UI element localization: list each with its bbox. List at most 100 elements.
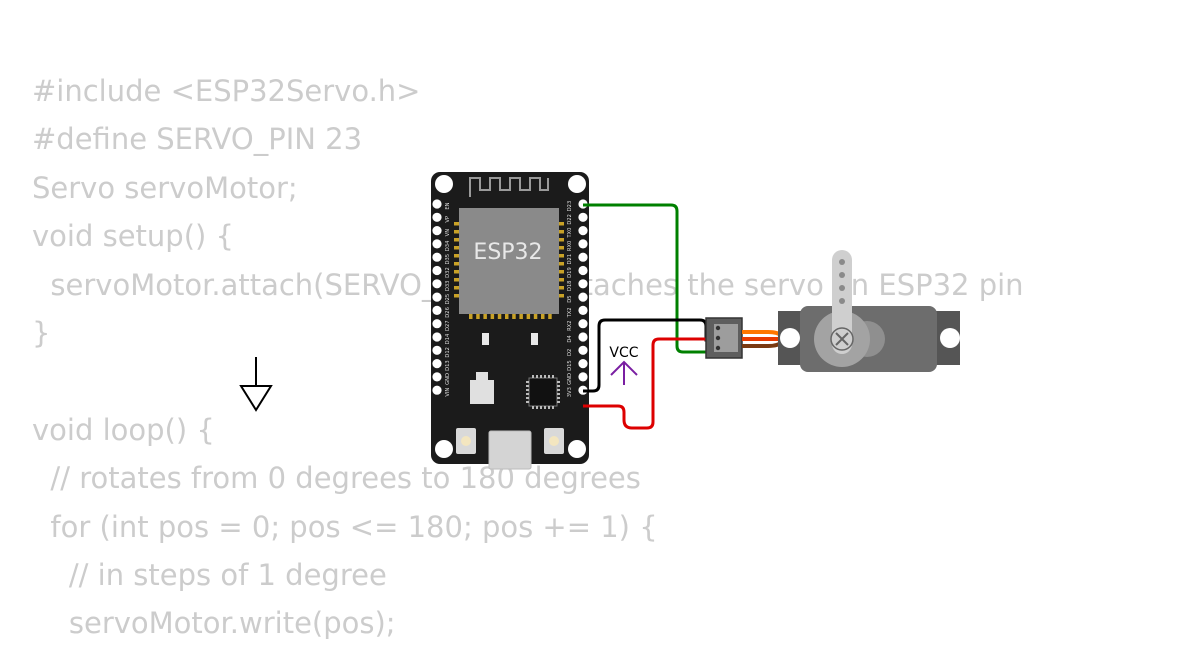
pin-vp[interactable] [432,212,442,222]
pin-d2[interactable] [578,345,588,355]
code-line: // rotates from 0 degrees to 180 degrees [32,461,641,496]
pin-d27[interactable] [432,319,442,329]
pin-vin[interactable] [432,385,442,395]
pin-tx0[interactable] [578,226,588,236]
pin-label: D19 [567,267,573,278]
regulator-tab [476,372,488,380]
circuit-diagram: ESP32 ENVPVND34D35D32D33D25D26D27D14D12D… [239,172,960,470]
boot-button-cap [549,436,559,446]
pin-d14[interactable] [432,332,442,342]
vcc-symbol: VCC [609,345,639,385]
pin-label: D25 [445,294,451,305]
power-wire[interactable] [583,337,712,430]
code-line: void loop() { [32,412,215,447]
wires [583,203,712,430]
pin-label: D26 [445,307,451,318]
pin-d18[interactable] [578,279,588,289]
servo-mount-hole [940,328,960,348]
chip-module [459,208,559,314]
code-line: #include <ESP32Servo.h> [32,74,421,108]
pin-d22[interactable] [578,212,588,222]
esp32-board[interactable]: ESP32 ENVPVND34D35D32D33D25D26D27D14D12D… [431,172,589,470]
pin-d32[interactable] [432,265,442,276]
pin-vn[interactable] [432,226,442,236]
pin-label: D33 [445,280,451,291]
pin-label: RX0 [567,241,573,251]
mounting-hole [568,440,586,458]
pin-label: D18 [567,280,573,291]
pin-d34[interactable] [432,239,442,249]
code-line: // in steps of 1 degree [32,557,387,592]
pin-d5[interactable] [578,292,588,302]
pin-label: VP [445,216,451,223]
pin-label: TX0 [567,228,573,239]
mounting-hole [568,175,586,193]
pin-d35[interactable] [432,252,442,262]
pin-tx2[interactable] [578,305,588,315]
code-line: } [32,315,51,350]
servo-mount-hole [780,328,800,348]
pin-d12[interactable] [432,345,442,355]
pin-label: D15 [567,360,573,371]
mounting-hole [435,440,453,458]
mounting-hole [435,175,453,193]
pin-label: D13 [445,360,451,371]
pin-label: D14 [445,333,451,344]
code-line: #define SERVO_PIN 23 [32,122,363,157]
usb-chip-pins [526,375,560,409]
pin-label: D2 [567,349,573,356]
regulator-icon [470,380,494,404]
pin-label: RX2 [567,320,573,330]
pin-d15[interactable] [578,359,588,369]
pin-label: GND [567,373,573,385]
pin-d33[interactable] [432,279,442,289]
antenna-icon [469,177,549,197]
pin-label: EN [445,202,451,209]
ground-symbol [239,357,273,412]
pin-label: TX2 [567,307,573,318]
chip-label: ESP32 [473,240,542,265]
usb-port-icon [488,430,532,470]
vcc-label: VCC [609,345,638,361]
usb-chip-icon [528,377,558,407]
pin-label: D34 [445,240,451,251]
code-line: servoMotor.attach(SERVO_PIN); // attache… [50,267,1024,302]
servo-motor[interactable] [778,250,960,372]
pin-label: VN [445,229,451,237]
pin-label: D5 [567,295,573,302]
pin-d21[interactable] [578,252,588,262]
pin-label: D22 [567,214,573,225]
code-line: Servo servoMotor; [32,170,298,205]
code-line: for (int pos = 0; pos <= 180; pos += 1) … [32,509,658,544]
pin-d26[interactable] [432,305,442,315]
signal-wire[interactable] [583,203,710,354]
right-pin-header: D23D22TX0RX0D21D19D18D5TX2RX2D4D2D15GND3… [567,199,588,397]
pin-gnd[interactable] [578,372,588,382]
pin-d13[interactable] [432,359,442,369]
code-line: void setup() { [32,219,234,254]
pin-d19[interactable] [578,265,588,276]
smd-component [482,333,489,345]
pin-d25[interactable] [432,292,442,302]
en-button-cap [461,436,471,446]
horn-screw-cross [835,332,849,346]
pin-label: D27 [445,320,451,331]
module-castellations [454,222,564,319]
pin-label: 3V3 [567,387,573,397]
pin-label: D23 [567,201,573,212]
pin-label: D4 [567,335,573,343]
ground-wire[interactable] [583,318,712,393]
pin-gnd[interactable] [432,372,442,382]
pin-label: GND [445,373,451,385]
smd-component [531,333,538,345]
pin-label: D12 [445,347,451,358]
pin-label: VIN [445,388,451,397]
pin-label: D32 [445,267,451,278]
pin-en[interactable] [432,199,442,209]
pin-rx0[interactable] [578,239,588,249]
pin-d4[interactable] [578,332,588,342]
pin-label: D35 [445,254,451,265]
code-background: #include <ESP32Servo.h> #define SERVO_PIN… [32,67,1024,648]
pin-rx2[interactable] [578,319,588,329]
